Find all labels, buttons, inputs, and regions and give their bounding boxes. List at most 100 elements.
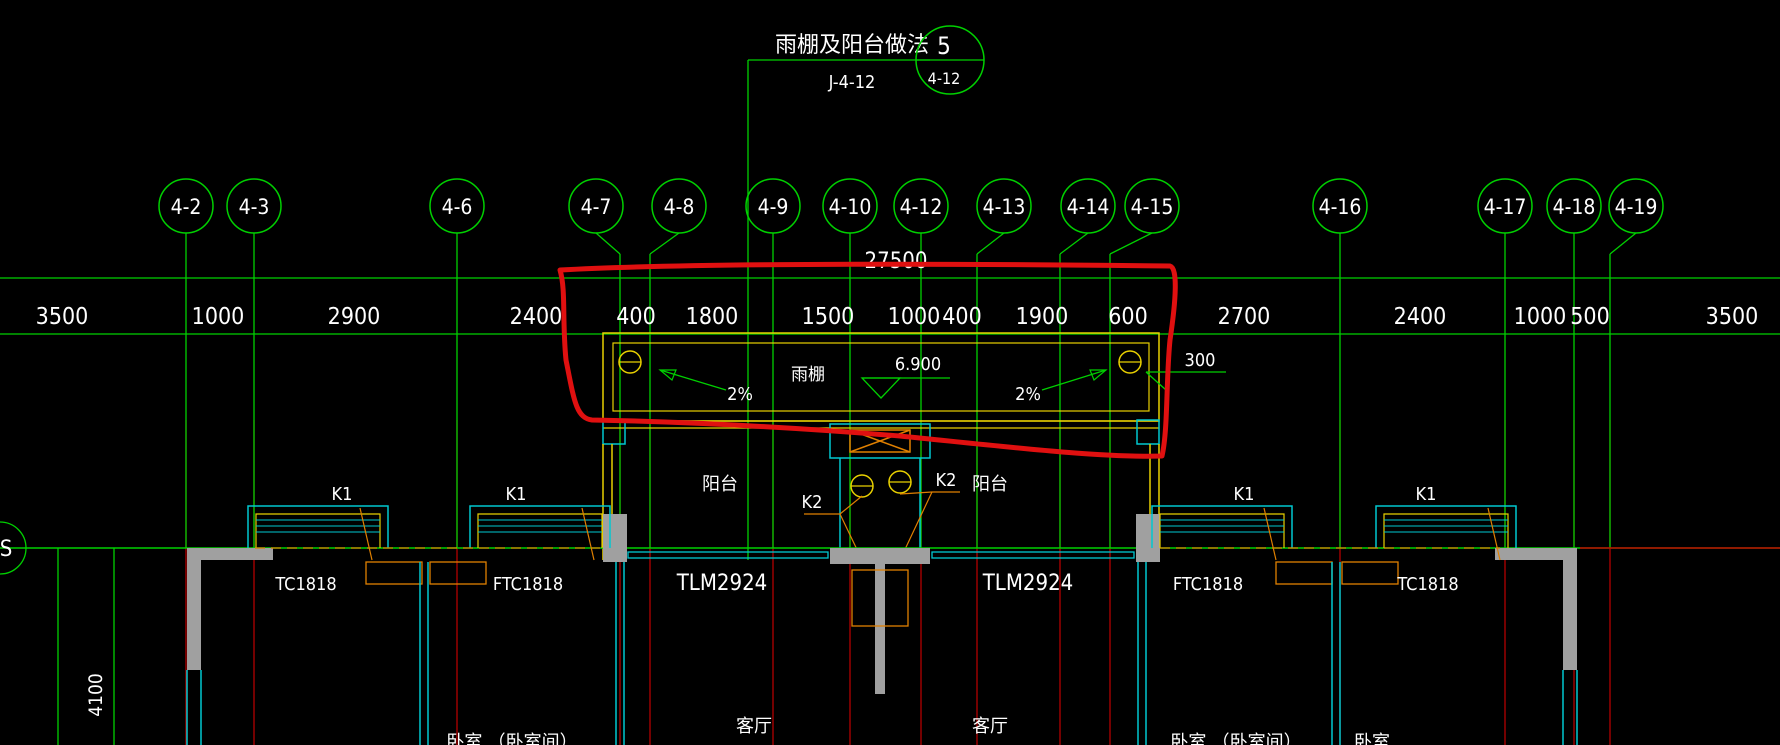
bedroom-b-label: 卧室 （卧室间） <box>1170 732 1301 745</box>
sill-left-1 <box>365 561 423 585</box>
axis-label-4-16: 4-16 <box>1319 195 1362 219</box>
axis-bubble-4-3 <box>226 178 282 234</box>
k2-leaders <box>804 491 960 561</box>
wall-stub-right <box>1136 514 1160 562</box>
k1-label-c: K1 <box>1234 484 1255 505</box>
window-labels: K1 K1 K1 K1 K2 K2 TC1818 FTC1818 TLM2924… <box>274 470 1458 596</box>
dimension-segment: 500 <box>1570 304 1610 330</box>
bay-window-leader <box>581 507 595 561</box>
canopy-inner <box>612 342 1150 412</box>
side-axis-label: S <box>0 537 12 562</box>
title-label: 雨棚及阳台做法 <box>775 33 929 58</box>
axis-bubble-4-7 <box>568 178 624 234</box>
dimension-segment: 400 <box>942 304 982 330</box>
axis-label-4-15: 4-15 <box>1131 195 1174 219</box>
center-partition-top <box>830 548 930 564</box>
overall-dimension: 27500 <box>865 249 928 274</box>
k2-label-right: K2 <box>936 470 957 491</box>
tc1818-left-label: TC1818 <box>274 574 336 595</box>
k1-label-a: K1 <box>332 484 353 505</box>
axis-label-4-10: 4-10 <box>829 195 872 219</box>
bay-window-inner <box>255 513 381 548</box>
axis-leader-4-19 <box>1609 232 1637 255</box>
dimension-segment: 1000 <box>888 304 941 330</box>
bay-window-inner <box>1159 513 1285 548</box>
bay-windows <box>247 505 1517 561</box>
axis-label-4-8: 4-8 <box>664 195 695 219</box>
wall-stub-left <box>603 514 627 562</box>
axis-bubble-4-19 <box>1608 178 1664 234</box>
wall-corner-right-side <box>1563 548 1577 670</box>
post-right <box>1136 419 1160 445</box>
red-highlight-mark <box>557 261 1178 459</box>
living-left-label: 客厅 <box>736 716 772 737</box>
bay-window-leader <box>359 507 373 561</box>
room-labels: 阳台 阳台 客厅 客厅 卧室 （卧室间） 卧室 （卧室间） 卧室 <box>446 474 1390 745</box>
slope-arrow-left <box>659 369 727 391</box>
tlm-door-left <box>627 551 829 559</box>
sill-right-2 <box>1341 561 1399 585</box>
center-partition-stem <box>875 564 885 694</box>
balcony-right-label: 阳台 <box>972 474 1008 495</box>
axis-label-4-18: 4-18 <box>1553 195 1596 219</box>
axis-bubble-4-14 <box>1060 178 1116 234</box>
center-box <box>851 569 909 627</box>
k1-label-b: K1 <box>506 484 527 505</box>
axis-label-4-2: 4-2 <box>171 195 202 219</box>
wall-openings <box>255 547 1500 627</box>
dimension-segment: 2400 <box>510 304 563 330</box>
sill-left-2 <box>429 561 487 585</box>
wall-corner-left-side <box>187 548 201 670</box>
living-right-label: 客厅 <box>972 716 1008 737</box>
dimension-segment: 400 <box>616 304 656 330</box>
left-side <box>0 521 115 745</box>
ftc1818-left-label: FTC1818 <box>493 574 563 595</box>
bay-window-frame <box>1375 505 1517 548</box>
dimension-segment: 600 <box>1108 304 1148 330</box>
bay-window-leader <box>1263 507 1277 561</box>
axis-leader-4-14 <box>1059 232 1089 255</box>
slope-left: 2% <box>727 384 753 405</box>
axis-bubble-4-16 <box>1312 178 1368 234</box>
slope-arrowhead-right-icon <box>1089 369 1108 381</box>
wall-corner-left-top <box>187 548 273 560</box>
k2-label-left: K2 <box>802 492 823 513</box>
axis-bubble-4-8 <box>651 178 707 234</box>
axis-leader-4-7 <box>595 232 621 255</box>
axis-label-4-17: 4-17 <box>1484 195 1527 219</box>
slope-arrowhead-left-icon <box>658 369 677 381</box>
axis-leader-4-8 <box>649 232 680 255</box>
axis-label-4-7: 4-7 <box>581 195 612 219</box>
slope-arrow-right <box>1041 369 1107 391</box>
canopy-elevation: 6.900 <box>895 354 941 375</box>
dimension-segment: 1000 <box>1514 304 1567 330</box>
axis-leader-4-13 <box>976 232 1005 255</box>
axis-bubble-4-10 <box>822 178 878 234</box>
interior-walls <box>186 562 1578 745</box>
dimension-segment: 1000 <box>192 304 245 330</box>
tc1818-right-label: TC1818 <box>1396 574 1458 595</box>
bay-window-frame <box>469 505 611 548</box>
axis-leader-4-15 <box>1109 232 1153 255</box>
dimension-segment: 2900 <box>328 304 381 330</box>
dimension-segment: 1900 <box>1016 304 1069 330</box>
dimension-segment: 2700 <box>1218 304 1271 330</box>
axis-label-4-3: 4-3 <box>239 195 270 219</box>
tlm-door-right <box>931 551 1135 559</box>
tlm2924-left-label: TLM2924 <box>676 571 768 596</box>
axis-label-4-14: 4-14 <box>1067 195 1110 219</box>
dimension-segment: 2400 <box>1394 304 1447 330</box>
axis-label-4-19: 4-19 <box>1615 195 1658 219</box>
axis-bubble-4-2 <box>158 178 214 234</box>
gray-walls <box>187 514 1577 694</box>
dimension-segment: 3500 <box>36 304 89 330</box>
slope-right: 2% <box>1015 384 1041 405</box>
axis-bubble-4-15 <box>1124 178 1180 234</box>
detail-sheet: 4-12 <box>928 69 961 88</box>
axis-bubble-4-17 <box>1477 178 1533 234</box>
axis-bubble-4-18 <box>1546 178 1602 234</box>
wall-corner-right-top <box>1495 548 1577 560</box>
